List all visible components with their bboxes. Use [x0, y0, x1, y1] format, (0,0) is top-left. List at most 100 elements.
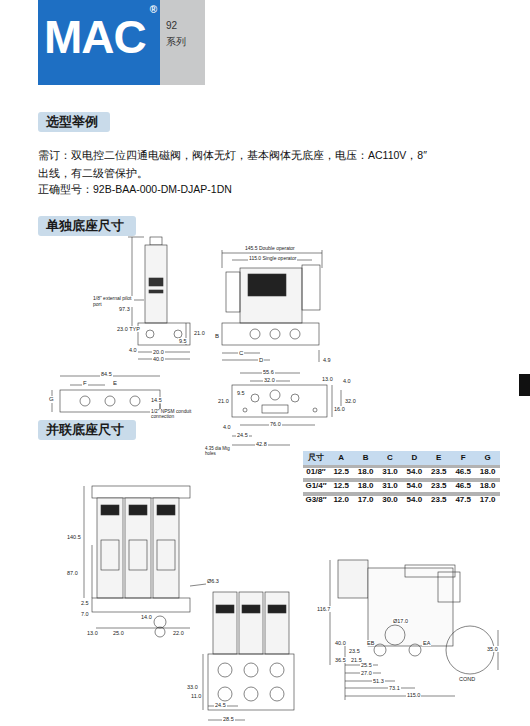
- dimension-label: 73.1: [388, 685, 401, 691]
- dimension-label: 87.0: [66, 570, 79, 576]
- dimension-label: 116.7: [316, 606, 331, 612]
- dimension-label: 4.0: [128, 347, 138, 353]
- table-cell: 17.0: [475, 493, 499, 507]
- table-cell: G1/4″: [303, 479, 329, 493]
- table-cell: 46.5: [451, 465, 475, 479]
- dimension-label: 32.0: [344, 398, 357, 404]
- table-cell: 18.0: [475, 479, 499, 493]
- section-heading: 并联底座尺寸: [38, 420, 136, 440]
- valve-perspective-view: [330, 560, 498, 700]
- dimension-label: C: [238, 350, 244, 357]
- table-cell: 18.0: [353, 479, 377, 493]
- table-cell: 30.0: [378, 493, 402, 507]
- section-heading: 单独底座尺寸: [38, 216, 136, 236]
- heading-text: 并联底座尺寸: [38, 420, 136, 440]
- table-cell: C: [378, 451, 402, 465]
- table-rules: [303, 465, 500, 495]
- dimension-label: 7.0: [80, 611, 90, 617]
- body-text: 需订：双电控二位四通电磁阀，阀体无灯，基本阀体无底座，电压：AC110V，8″ …: [38, 146, 438, 182]
- dimension-label: 9.5: [178, 338, 188, 344]
- dimension-label: 24.5: [236, 432, 249, 438]
- dimension-label: E: [112, 380, 118, 387]
- table-cell: 54.0: [402, 493, 426, 507]
- table-cell: A: [329, 451, 353, 465]
- dimension-label: 40.0: [152, 356, 165, 362]
- logo-box: MAC ®: [38, 0, 160, 85]
- dimension-label: 35.0: [486, 646, 499, 652]
- table-cell: B: [353, 451, 377, 465]
- table-cell: 23.5: [427, 479, 451, 493]
- dimension-label: Ø6.3: [206, 578, 220, 584]
- dimension-label: 145.5 Double operator: [244, 246, 296, 252]
- dimension-label: 24.5: [214, 702, 227, 708]
- series-number: 92: [160, 20, 205, 31]
- dimension-label: 1/2" NPSM conduit connection: [150, 409, 204, 420]
- table-cell: 23.5: [427, 493, 451, 507]
- table-cell: F: [451, 451, 475, 465]
- dimension-label: 27.0: [360, 670, 373, 676]
- series-box: 92 系列: [160, 0, 205, 85]
- table-cell: 23.5: [427, 465, 451, 479]
- dimension-label: 14.0: [140, 614, 153, 620]
- dimension-label: 42.8: [255, 441, 268, 447]
- table-cell: G: [475, 451, 499, 465]
- dimension-label: 9.5: [236, 390, 246, 396]
- dimension-label: EA: [422, 640, 431, 646]
- dimension-label: Ø17.0: [392, 618, 409, 624]
- heading-text: 选型举例: [38, 112, 110, 132]
- dimension-label: EB: [366, 640, 375, 646]
- dimension-label: 2.5: [80, 600, 90, 606]
- dimension-label: 97.3: [118, 306, 131, 312]
- table-cell: 46.5: [451, 479, 475, 493]
- dimension-label: 14.5: [150, 397, 163, 403]
- dimension-label: 4.9: [322, 357, 332, 363]
- table-cell: 47.5: [451, 493, 475, 507]
- dimension-label: 11.0: [190, 693, 202, 699]
- registered-mark: ®: [150, 4, 157, 15]
- body-text: 正确型号：92B-BAA-000-DM-DJAP-1DN: [38, 184, 232, 196]
- dimension-label: 13.0: [86, 630, 99, 636]
- dimension-label: 25.5: [360, 662, 373, 668]
- dimension-label: 23.0 TYP: [116, 326, 141, 332]
- section-heading: 选型举例: [38, 112, 110, 132]
- dimension-label: 25.0: [112, 630, 125, 636]
- dimension-label: 20.0: [152, 349, 165, 355]
- dimension-label: 51.3: [372, 678, 385, 684]
- dimension-label: B: [214, 333, 220, 340]
- manifold-top-view: [84, 486, 206, 637]
- dimension-label: 4.0: [342, 378, 352, 384]
- valve-front-view: [222, 250, 322, 362]
- table-cell: 12.5: [329, 479, 353, 493]
- table-cell: 01/8″: [303, 465, 329, 479]
- series-label: 系列: [160, 35, 205, 49]
- dimension-label: F: [82, 380, 88, 387]
- dimension-label: 32.0: [263, 377, 276, 383]
- logo-text: MAC: [44, 14, 146, 60]
- heading-text: 单独底座尺寸: [38, 216, 136, 236]
- dimension-label: 21.0: [193, 330, 206, 336]
- dimension-label: D: [258, 357, 264, 364]
- dimension-label: 13.0: [321, 376, 334, 382]
- table-cell: 54.0: [402, 465, 426, 479]
- dimension-label: 22.0: [172, 630, 185, 636]
- dimension-label: 4.35 dia Mtg holes: [204, 447, 236, 457]
- dimension-label: 21.0: [217, 398, 230, 404]
- dimension-label: 40.0: [334, 640, 347, 646]
- base-bottom-view: [232, 373, 341, 445]
- dimension-label: 115.0: [406, 692, 421, 698]
- base-side-view: [52, 376, 160, 414]
- table-cell: 12.5: [329, 465, 353, 479]
- dimension-label: 84.5: [100, 371, 113, 377]
- dimension-label: 28.5: [222, 716, 235, 722]
- dimension-label: 4.0: [222, 424, 232, 430]
- table-cell: 31.0: [378, 465, 402, 479]
- manifold-front-view: [203, 592, 294, 720]
- table-cell: 尺寸: [303, 451, 329, 465]
- dimension-label: 55.6: [262, 369, 275, 375]
- dimension-label: 33.0: [186, 684, 199, 690]
- table-cell: 18.0: [353, 465, 377, 479]
- table-cell: 54.0: [402, 479, 426, 493]
- dimension-label: G: [48, 396, 55, 403]
